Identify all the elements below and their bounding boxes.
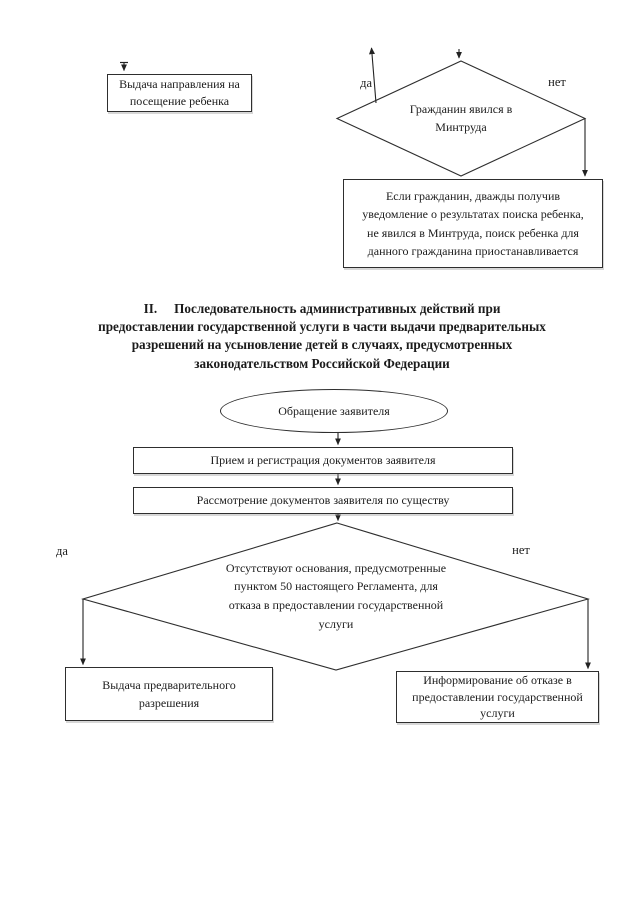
decision-grounds-label: Отсутствуют основания, предусмотренные п… — [93, 524, 579, 668]
suspend-search-line: Если гражданин, дважды получив — [385, 188, 561, 203]
grant-permission-box: Выдача предварительного разрешения — [65, 667, 273, 721]
decision-grounds-line: отказа в предоставлении государственной — [228, 598, 444, 612]
step-reception-box: Прием и регистрация документов заявителя — [133, 447, 513, 474]
decision-visit-label: Гражданин явился в Минтруда — [337, 62, 585, 174]
suspend-search-line: данного гражданина приостанавливается — [367, 244, 579, 258]
refusal-notice-line: Информирование об отказе в — [423, 673, 572, 688]
heading-line-text: Последовательность административных дейс… — [174, 301, 501, 316]
decision-visit-line: Гражданин явился в — [409, 101, 513, 116]
decision-grounds-line: Отсутствуют основания, предусмотренные — [225, 560, 447, 575]
referral-box-line: Выдача направления на — [119, 76, 240, 91]
yes-label-grounds: да — [56, 544, 68, 558]
decision-grounds-diamond — [81, 522, 590, 671]
refusal-notice-line: услуги — [480, 706, 515, 721]
no-label-visit: нет — [548, 75, 566, 89]
heading-line: законодательством Российской Федерации — [194, 355, 450, 371]
suspend-search-line: не явился в Минтруда, поиск ребенка для — [367, 225, 579, 240]
no-label-grounds: нет — [512, 543, 530, 557]
step-review-label: Рассмотрение документов заявителя по сущ… — [196, 493, 450, 507]
yes-arrow-decision-visit — [369, 47, 377, 104]
heading-numeral: II. — [143, 301, 158, 316]
referral-box-line: посещение ребенка — [129, 94, 230, 108]
suspend-search-line: уведомление о результатах поиска ребенка… — [362, 207, 584, 221]
heading-line: предоставлении государственной услуги в … — [98, 319, 546, 335]
decision-visit-diamond — [335, 60, 587, 177]
refusal-notice-box: Информирование об отказе в предоставлени… — [396, 671, 599, 723]
decision-grounds-line: услуги — [318, 616, 354, 631]
grant-permission-line: Выдача предварительного — [102, 678, 236, 692]
yes-label-visit: да — [360, 76, 372, 90]
start-oval-label: Обращение заявителя — [278, 403, 390, 418]
heading-line: II. Последовательность административных д… — [30, 300, 614, 318]
step-reception-label: Прием и регистрация документов заявителя — [210, 453, 436, 467]
suspend-search-box: Если гражданин, дважды получив уведомлен… — [343, 179, 603, 268]
referral-box: Выдача направления на посещение ребенка — [107, 74, 252, 112]
grant-permission-line: разрешения — [138, 696, 200, 710]
refusal-notice-line: предоставлении государственной — [412, 689, 583, 704]
step-review-box: Рассмотрение документов заявителя по сущ… — [133, 487, 513, 514]
decision-visit-line: Минтруда — [435, 120, 487, 134]
start-oval: Обращение заявителя — [220, 389, 448, 433]
decision-grounds-line: пунктом 50 настоящего Регламента, для — [234, 579, 438, 594]
heading-line: разрешений на усыновление детей в случая… — [131, 337, 513, 353]
section-heading: II. Последовательность административных д… — [30, 300, 614, 373]
